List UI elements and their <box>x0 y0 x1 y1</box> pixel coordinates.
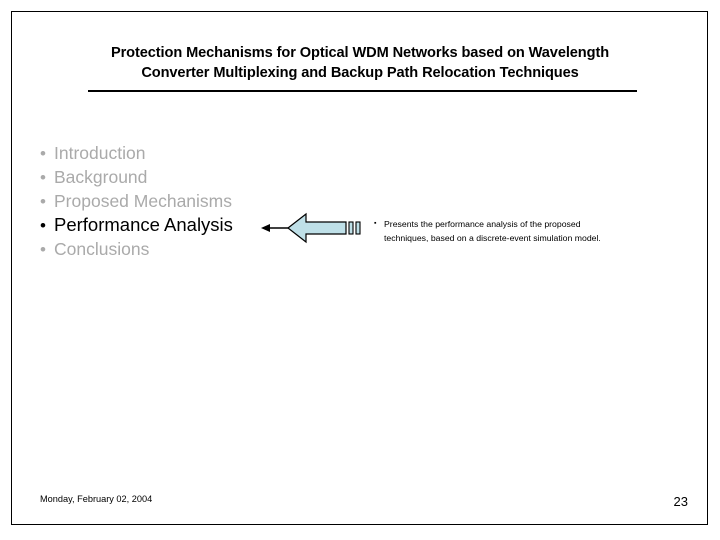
annotation-line-2: techniques, based on a discrete-event si… <box>374 231 694 245</box>
agenda-item-label: Introduction <box>54 143 146 163</box>
left-block-arrow-icon <box>258 208 366 248</box>
bullet-icon: • <box>40 144 46 163</box>
square-bullet-icon: ▪ <box>374 220 377 227</box>
agenda-list: • Introduction • Background • Proposed M… <box>40 141 340 261</box>
bullet-icon: • <box>40 168 46 187</box>
agenda-item-performance-analysis[interactable]: • Performance Analysis <box>40 213 340 237</box>
title-line-1: Protection Mechanisms for Optical WDM Ne… <box>110 45 610 61</box>
agenda-item-background[interactable]: • Background <box>40 165 340 189</box>
agenda-item-label: Conclusions <box>54 239 150 259</box>
agenda-item-introduction[interactable]: • Introduction <box>40 141 340 165</box>
agenda-item-label: Performance Analysis <box>54 214 233 235</box>
footer-page-number: 23 <box>673 494 688 509</box>
title-line-2: Converter Multiplexing and Backup Path R… <box>141 65 579 81</box>
title-underline-rule <box>88 90 637 92</box>
annotation-text: techniques, based on a discrete-event si… <box>384 233 601 243</box>
annotation-note: ▪ Presents the performance analysis of t… <box>374 217 694 245</box>
slide-border <box>11 11 708 525</box>
footer-date: Monday, February 02, 2004 <box>40 494 153 504</box>
slide-title: Protection Mechanisms for Optical WDM Ne… <box>60 43 660 83</box>
agenda-item-conclusions[interactable]: • Conclusions <box>40 237 340 261</box>
bullet-icon: • <box>40 216 46 235</box>
agenda-item-label: Background <box>54 167 148 187</box>
annotation-text: Presents the performance analysis of the… <box>384 219 581 229</box>
agenda-item-proposed-mechanisms[interactable]: • Proposed Mechanisms <box>40 189 340 213</box>
bullet-icon: • <box>40 240 46 259</box>
annotation-line-1: ▪ Presents the performance analysis of t… <box>374 217 694 231</box>
agenda-item-label: Proposed Mechanisms <box>54 191 232 211</box>
bullet-icon: • <box>40 192 46 211</box>
